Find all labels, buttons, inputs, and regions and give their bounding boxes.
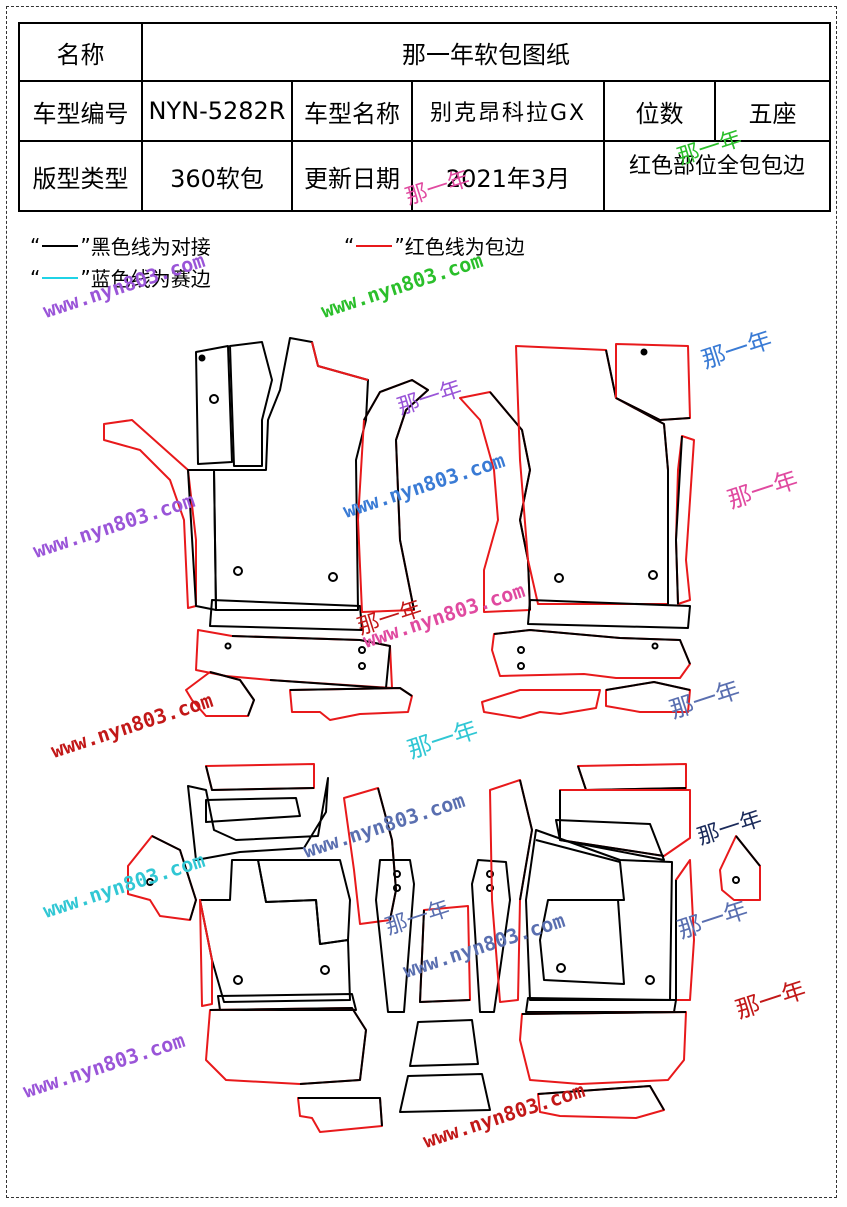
fl-pedal-strip [229, 341, 273, 467]
rr-rear-strip [537, 1085, 665, 1119]
fr-side-sill [675, 435, 695, 605]
fr-seat-rail [527, 599, 691, 629]
rr-side-flap [489, 779, 533, 1003]
rc-tunnel-bottom [399, 1073, 491, 1113]
rear-left-mat [127, 763, 397, 1133]
label-name: 名称 [18, 22, 143, 82]
rl-top-strip [205, 763, 315, 791]
front-right-mat [481, 343, 695, 719]
model-code: NYN-5282R [141, 80, 293, 142]
page-frame [6, 6, 837, 1198]
fl-rail-strip [289, 687, 413, 721]
fr-under-seat [491, 629, 691, 679]
label-update-date: 更新日期 [291, 140, 413, 212]
fr-main-floor [515, 345, 669, 605]
rr-top-strip [577, 763, 687, 791]
legend-cyan: “” 蓝色线为赛边 [30, 263, 211, 292]
legend-red: “” 红色线为包边 [344, 231, 525, 260]
doc-title: 那一年软包图纸 [141, 22, 831, 82]
cyan-line-swatch [42, 276, 79, 279]
legend-cyan-text: 蓝色线为赛边 [90, 267, 211, 291]
fl-heel-pad [195, 345, 233, 465]
rl-main-floor [199, 859, 351, 1003]
fl-seat-rail [209, 599, 363, 631]
legend-black: “” 黑色线为对接 [30, 231, 211, 260]
rl-under-seat [205, 1007, 367, 1085]
label-pattern-type: 版型类型 [18, 140, 143, 212]
model-name: 别克昂科拉GX [411, 80, 605, 142]
red-line-swatch [356, 244, 393, 247]
rr-side-sill [675, 859, 695, 1001]
label-model-name: 车型名称 [291, 80, 413, 142]
fc-tunnel-left [357, 379, 429, 613]
fl-side-sill [103, 419, 197, 609]
pattern-type: 360软包 [141, 140, 293, 212]
fr-toe-pad [615, 343, 691, 421]
front-left-mat [103, 337, 413, 721]
fl-main-floor [213, 337, 369, 611]
rl-seat-rail [217, 993, 357, 1011]
rc-tunnel-top [419, 905, 471, 1003]
rr-under-seat [519, 1011, 687, 1085]
rear-right-mat [489, 763, 761, 1119]
fr-rail-strip [481, 689, 601, 719]
update-date: 2021年3月 [411, 140, 605, 212]
label-model-code: 车型编号 [18, 80, 143, 142]
rc-right-strip [471, 859, 511, 1013]
rr-wheel-arch [719, 835, 761, 901]
rl-back-panel [187, 777, 329, 861]
rl-rear-strip [297, 1097, 383, 1133]
legend-black-text: 黑色线为对接 [90, 235, 211, 259]
rl-side-flap [343, 787, 397, 925]
seats: 五座 [714, 80, 831, 142]
info-table: 名称 那一年软包图纸 车型编号 NYN-5282R 车型名称 别克昂科拉GX 位… [18, 22, 831, 212]
rc-left-strip [375, 859, 415, 1013]
rc-tunnel-mid [409, 1019, 479, 1067]
red-note: 红色部位全包包边 [603, 140, 831, 212]
label-seats: 位数 [603, 80, 716, 142]
legend-red-text: 红色线为包边 [404, 235, 525, 259]
rl-wheel-arch [127, 835, 197, 921]
black-line-swatch [42, 244, 79, 247]
